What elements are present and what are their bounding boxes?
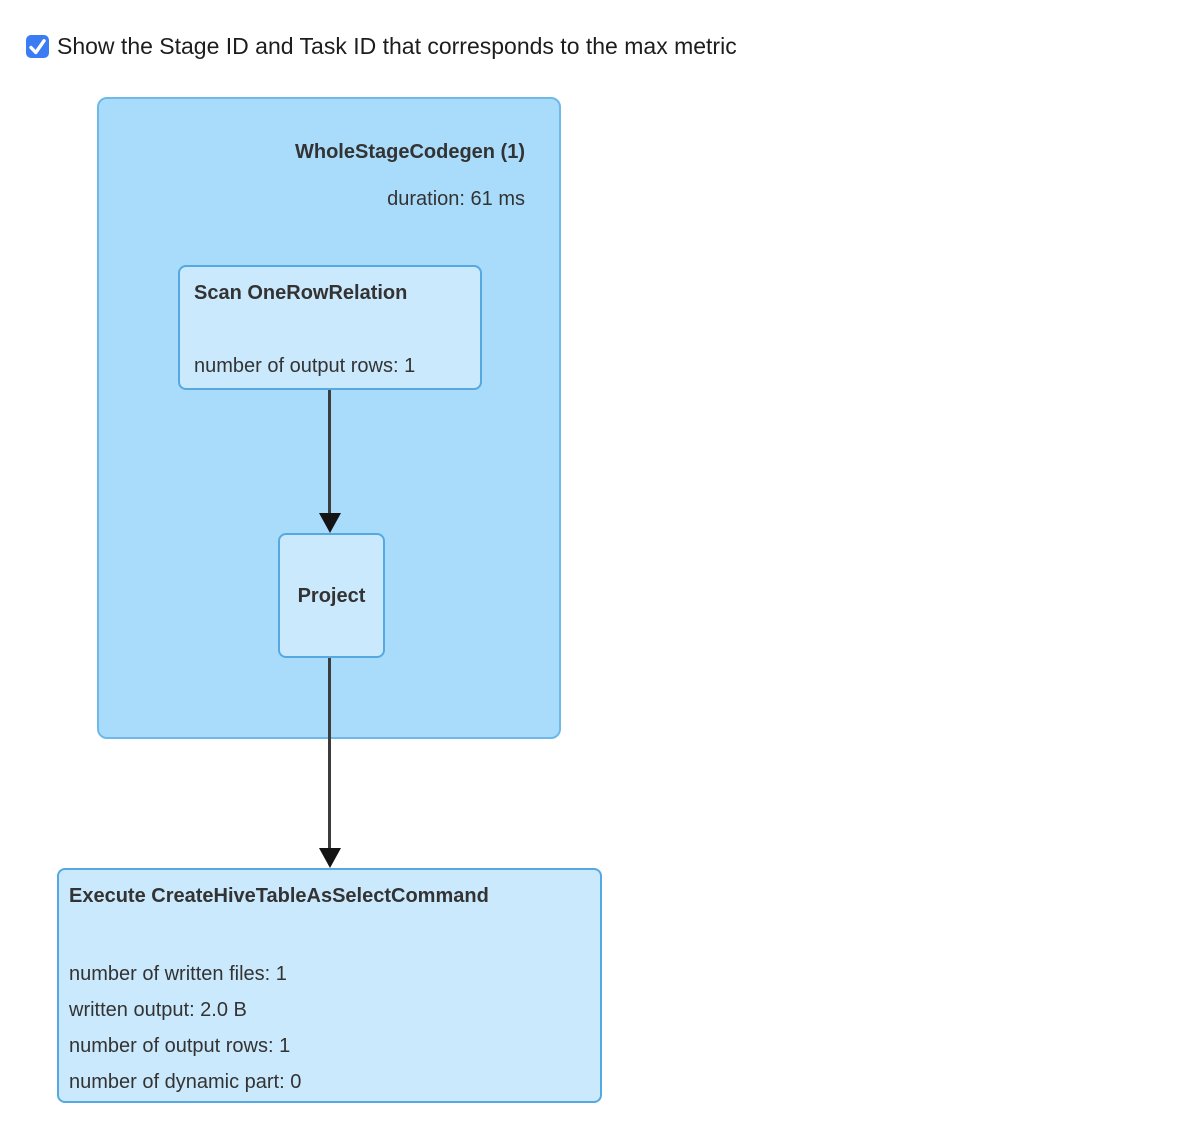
- arrowhead-icon: [319, 513, 341, 533]
- node-metric: number of output rows: 1: [69, 1035, 291, 1057]
- node-metrics-list: number of written files: 1 written outpu…: [69, 956, 590, 1100]
- checkmark-icon: [29, 38, 46, 54]
- cluster-duration: duration: 61 ms: [387, 188, 525, 210]
- node-title: Scan OneRowRelation: [194, 282, 408, 304]
- node-title: Execute CreateHiveTableAsSelectCommand: [69, 885, 489, 907]
- node-metric: number of output rows: 1: [194, 355, 416, 377]
- edge-project-to-execute-line: [328, 658, 331, 851]
- node-metric: written output: 2.0 B: [69, 999, 247, 1021]
- node-metric: number of written files: 1: [69, 963, 287, 985]
- node-execute-createhivetableasselectcommand[interactable]: Execute CreateHiveTableAsSelectCommand n…: [57, 868, 602, 1103]
- node-scan-onerowrelation[interactable]: Scan OneRowRelation number of output row…: [178, 265, 482, 390]
- arrowhead-icon: [319, 848, 341, 868]
- max-metric-checkbox[interactable]: [26, 34, 49, 58]
- max-metric-toggle-row: Show the Stage ID and Task ID that corre…: [26, 32, 737, 60]
- node-project[interactable]: Project: [278, 533, 385, 658]
- node-metric: number of dynamic part: 0: [69, 1071, 302, 1093]
- max-metric-checkbox-label: Show the Stage ID and Task ID that corre…: [57, 33, 737, 59]
- cluster-title: WholeStageCodegen (1): [294, 141, 525, 163]
- edge-scan-to-project-line: [328, 390, 331, 516]
- wholestagecodegen-cluster-label: WholeStageCodegen (1) duration: 61 ms: [97, 138, 525, 213]
- node-title: Project: [297, 584, 366, 607]
